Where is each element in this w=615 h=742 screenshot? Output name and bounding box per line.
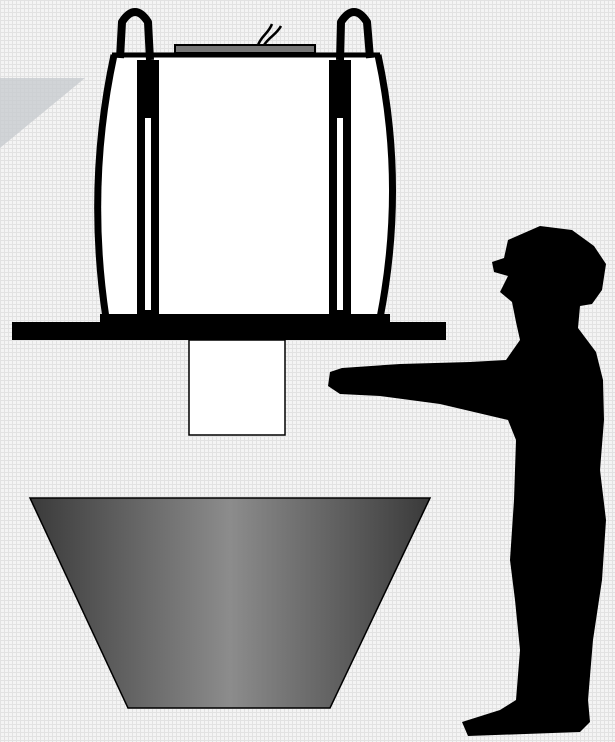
background-shape: [0, 78, 85, 148]
bag-top-panel: [174, 44, 316, 54]
bag-left-lifting-loop: [116, 8, 154, 61]
platform-top-lip: [100, 314, 390, 324]
bag-right-lifting-loop: [336, 8, 374, 61]
bag-filler-tie: [256, 23, 283, 46]
frame-left-post-slot: [145, 118, 151, 310]
bulk-bag: [94, 8, 397, 319]
bag-right-side: [374, 54, 397, 319]
bag-body: [101, 55, 392, 318]
frame-right-post-slot: [337, 118, 343, 310]
discharge-spout: [188, 339, 286, 436]
operator-silhouette: [328, 226, 606, 736]
collection-hopper: [28, 497, 432, 709]
support-frame-platform: [12, 322, 446, 340]
bag-left-side: [94, 54, 118, 319]
